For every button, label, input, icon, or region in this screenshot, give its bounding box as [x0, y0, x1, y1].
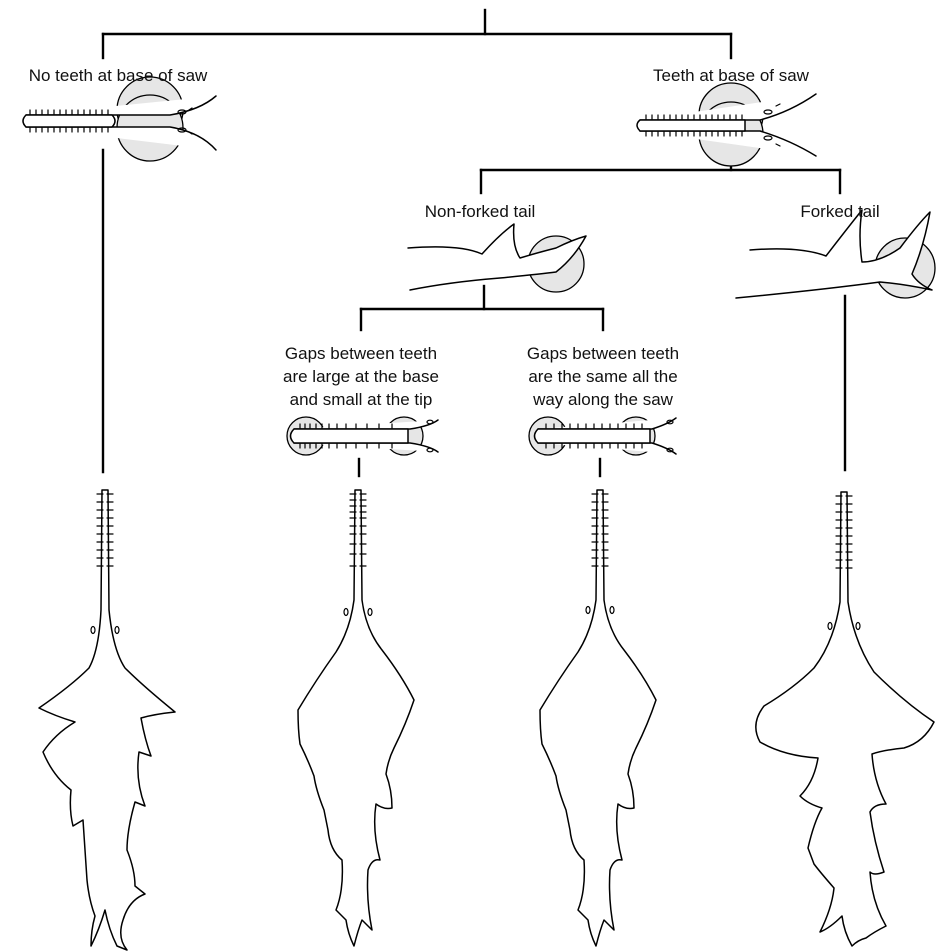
saw-gaps-large-icon — [287, 417, 438, 455]
saw-teeth-icon — [637, 83, 816, 166]
tail-non-forked-icon — [408, 224, 586, 292]
label-gaps-same: Gaps between teeth are the same all the … — [500, 342, 706, 411]
label-gaps-same-line-3: way along the saw — [500, 388, 706, 411]
sawfish-silhouette-icon — [39, 490, 175, 950]
label-gaps-same-line-1: Gaps between teeth — [500, 342, 706, 365]
label-gaps-large-line-1: Gaps between teeth — [258, 342, 464, 365]
label-gaps-large: Gaps between teeth are large at the base… — [258, 342, 464, 411]
label-non-forked: Non-forked tail — [400, 200, 560, 223]
tail-forked-icon — [736, 210, 935, 298]
sawfish-silhouette-icon — [298, 490, 414, 946]
label-no-teeth: No teeth at base of saw — [8, 64, 228, 87]
saw-no-teeth-icon — [23, 77, 216, 161]
label-teeth: Teeth at base of saw — [626, 64, 836, 87]
saw-gaps-same-icon — [529, 417, 676, 455]
sawfish-silhouette-icon — [756, 492, 934, 946]
label-gaps-large-line-3: and small at the tip — [258, 388, 464, 411]
sawfish-silhouette-icon — [540, 490, 656, 946]
label-gaps-same-line-2: are the same all the — [500, 365, 706, 388]
label-gaps-large-line-2: are large at the base — [258, 365, 464, 388]
label-forked: Forked tail — [780, 200, 900, 223]
